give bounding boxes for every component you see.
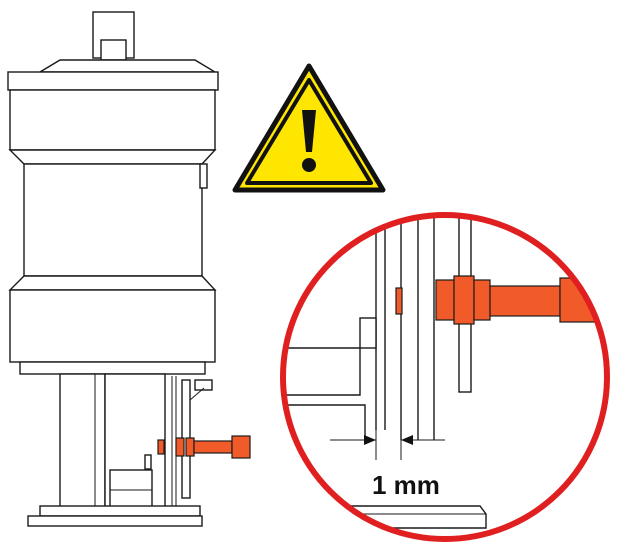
device-screw-shaft bbox=[193, 440, 233, 454]
device-lower-housing bbox=[9, 289, 216, 363]
device-cap bbox=[7, 71, 219, 91]
zoom-screw-nut-1 bbox=[435, 279, 455, 321]
magnified-detail: 1 mm bbox=[283, 215, 607, 539]
device-body bbox=[7, 11, 251, 527]
device-screw-nut-2 bbox=[185, 437, 195, 457]
device-top-handle-slot bbox=[100, 39, 127, 61]
zoom-screw-nut-3 bbox=[473, 279, 491, 321]
device-screw-nut-1 bbox=[175, 437, 185, 457]
device-upper-taper bbox=[8, 149, 217, 165]
warning-triangle-icon bbox=[232, 63, 386, 193]
device-cap-bevel bbox=[37, 59, 218, 73]
dim-arrow-right-head bbox=[401, 435, 413, 445]
zoom-small-block bbox=[359, 317, 377, 349]
exclamation-dot bbox=[302, 158, 316, 172]
device-small-block bbox=[144, 454, 152, 470]
zoom-screw-washer bbox=[395, 287, 403, 315]
device-screw bbox=[157, 435, 251, 459]
device-column bbox=[59, 373, 106, 517]
device-upper-housing bbox=[9, 89, 216, 151]
gap-dimension: 1 mm bbox=[330, 430, 445, 500]
device-screw-head bbox=[231, 435, 251, 459]
device-screw-washer bbox=[157, 439, 165, 455]
device-base-plate bbox=[27, 515, 203, 527]
device-base-upper bbox=[39, 505, 201, 517]
zoom-block-left bbox=[283, 347, 361, 396]
device-lever-link bbox=[189, 387, 205, 401]
device-lever-bracket bbox=[194, 379, 213, 391]
zoom-screw-nut-2 bbox=[453, 275, 475, 325]
zoom-base-line bbox=[283, 404, 366, 440]
device-lower-taper bbox=[8, 275, 217, 291]
magnifier-ring bbox=[280, 212, 610, 542]
magnifier-background bbox=[283, 215, 607, 539]
device-side-tab bbox=[199, 163, 208, 189]
exclamation-bar bbox=[302, 110, 316, 152]
dim-arrow-left-head bbox=[364, 435, 376, 445]
device-lower-rim bbox=[19, 361, 206, 375]
device-middle-housing bbox=[23, 163, 203, 277]
zoom-screw-shaft bbox=[489, 285, 561, 317]
gap-label: 1 mm bbox=[372, 470, 440, 500]
